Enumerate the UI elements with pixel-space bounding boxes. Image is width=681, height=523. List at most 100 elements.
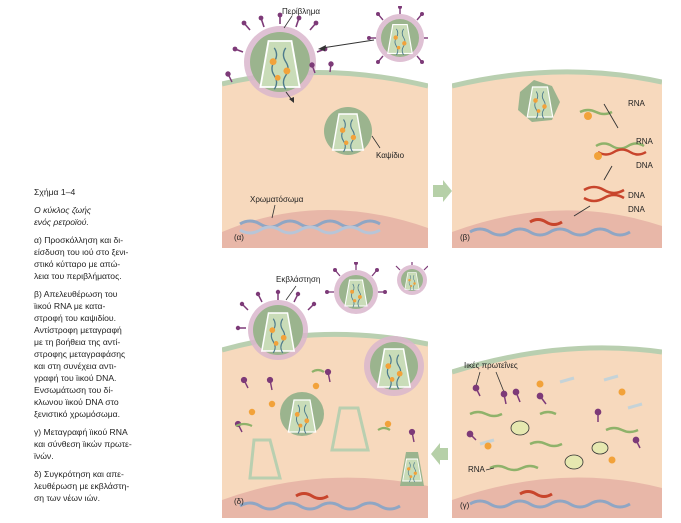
disintegrating-capsid — [518, 80, 560, 122]
small-assembling-virion — [400, 452, 424, 486]
host-chromosome-strand — [239, 225, 381, 235]
reverse-transcriptase — [584, 112, 592, 120]
dna-strand — [583, 193, 625, 203]
caption-line: Αντίστροφη μεταγραφή — [34, 325, 122, 335]
rna-label: RNA — [468, 465, 486, 474]
process-arrow — [603, 165, 613, 181]
integrated-viral-dna — [295, 492, 329, 500]
membrane-spikes — [225, 61, 334, 83]
panel-d: Εκβλάστηση — [222, 262, 428, 518]
dna-label: DNA — [628, 205, 646, 214]
panel-b: RNA RNA DNA DNA DNA (β) — [452, 6, 662, 248]
caption-line: με τη βοήθεια της αντί- — [34, 337, 121, 347]
dna-label: DNA — [636, 161, 654, 170]
caption-line: α) Προσκόλληση και δι- — [34, 235, 124, 245]
caption-line: δ) Συγκρότηση και απε- — [34, 469, 124, 479]
viral-proteins-label: Ιικές πρωτεΐνες — [464, 361, 518, 370]
viral-protein-spikes — [466, 384, 641, 449]
caption-line: ξενιστικό χρωμόσωμα. — [34, 409, 121, 419]
caption-line: ση των νέων ιών. — [34, 493, 100, 503]
panel-letter: (δ) — [234, 497, 244, 506]
envelope-label: Περίβλημα — [282, 7, 320, 16]
viral-protein-spikes — [234, 368, 416, 443]
capsid-label-leader — [371, 135, 381, 149]
host-chromosome — [239, 501, 401, 511]
budding-virion-right — [364, 336, 424, 396]
rna-label: RNA — [628, 99, 646, 108]
caption-step-a: α) Προσκόλληση και δι- είσδυση του ιού σ… — [34, 234, 172, 282]
cell-cytoplasm — [452, 71, 662, 248]
arrowhead — [289, 97, 294, 103]
rna-label-leader — [485, 467, 495, 471]
caption-step-d: δ) Συγκρότηση και απε- λευθέρωση με εκβλ… — [34, 468, 172, 504]
step-arrow-right — [433, 180, 452, 202]
empty-capsid — [330, 406, 370, 452]
assembling-virion — [280, 392, 324, 436]
caption-line: γ) Μεταγραφή ϊικού RNA — [34, 427, 128, 437]
arrowhead — [318, 45, 326, 51]
cell-membrane — [452, 345, 662, 375]
viral-rna-strands — [469, 410, 639, 472]
released-virion — [325, 262, 387, 314]
cell-cytoplasm — [222, 72, 428, 248]
panel-letter: (γ) — [460, 501, 470, 510]
panel-c: Ιικές πρωτεΐνες — [452, 262, 662, 518]
dna-strand — [597, 148, 647, 156]
envelope-label-leader — [283, 15, 293, 29]
capsid — [324, 107, 372, 155]
viral-rna-strands — [235, 368, 391, 431]
chromosome-label: Χρωματόσωμα — [250, 195, 304, 204]
caption-line: στροφης μεταγραφάσης — [34, 349, 126, 359]
caption-line: Ενσωμάτωση του δί- — [34, 385, 114, 395]
grey-rna — [479, 374, 643, 446]
entry-arrow — [321, 39, 375, 49]
caption-line: ϊικού RNA με κατα- — [34, 301, 106, 311]
proteins-label-leader — [495, 371, 505, 393]
small-virion — [395, 262, 428, 295]
caption-line: λεια του περιβλήματος. — [34, 271, 122, 281]
integrated-viral-dna — [529, 218, 563, 226]
caption-subtitle-line: ενός ρετροϊού. — [34, 217, 89, 227]
viral-rna — [579, 108, 613, 116]
rna-label: RNA — [636, 137, 654, 146]
fusing-virus — [232, 12, 328, 98]
caption-subtitle: Ο κύκλος ζωής ενός ρετροϊού. — [34, 204, 172, 228]
figure-caption: Σχήμα 1–4 Ο κύκλος ζωής ενός ρετροϊού. α… — [34, 186, 172, 510]
proteins-label-leader — [475, 371, 481, 387]
empty-capsid — [248, 438, 282, 480]
capsid-label: Καψίδιο — [376, 151, 405, 160]
caption-line: στροφή του καψιδίου. — [34, 313, 117, 323]
caption-subtitle-line: Ο κύκλος ζωής — [34, 205, 92, 215]
dna-strand — [583, 185, 625, 195]
free-virion — [367, 6, 428, 64]
cell-membrane — [222, 69, 428, 89]
budding-virion — [235, 289, 317, 360]
budding-label: Εκβλάστηση — [276, 275, 320, 284]
caption-line: γραφή του ϊικού DNA. — [34, 373, 117, 383]
nucleus — [222, 209, 428, 248]
caption-line: κλωνου ϊικού DNA στο — [34, 397, 119, 407]
integrated-viral-dna — [519, 490, 553, 498]
caption-line: λευθέρωση με εκβλάστη- — [34, 481, 130, 491]
caption-line: και σύνθεση ϊικών πρωτε- — [34, 439, 132, 449]
caption-title: Σχήμα 1–4 — [34, 187, 76, 197]
panel-letter: (α) — [234, 233, 244, 242]
step-arrow-left — [431, 443, 448, 465]
caption-line: είσδυση του ιού στο ξενι- — [34, 247, 129, 257]
host-chromosome — [469, 499, 631, 509]
cell-cytoplasm — [452, 347, 662, 518]
caption-step-b: β) Απελευθέρωση του ϊικού RNA με κατα- σ… — [34, 288, 172, 420]
caption-line: ϊνών. — [34, 451, 54, 461]
budding-label-leader — [285, 285, 297, 301]
caption-line: στικό κύτταρο με απώ- — [34, 259, 121, 269]
panel-letter: (β) — [460, 233, 470, 242]
process-arrow — [603, 103, 619, 129]
chromosome-label-leader — [271, 204, 276, 219]
process-arrow — [573, 205, 591, 217]
dna-label: DNA — [628, 191, 646, 200]
caption-line: και στη συνέχεια αντι- — [34, 361, 117, 371]
panel-a: Καψίδιο Περίβλημα Χρωματόσωμα (α) — [222, 6, 428, 248]
enzymes — [248, 382, 392, 428]
caption-line: β) Απελευθέρωση του — [34, 289, 118, 299]
